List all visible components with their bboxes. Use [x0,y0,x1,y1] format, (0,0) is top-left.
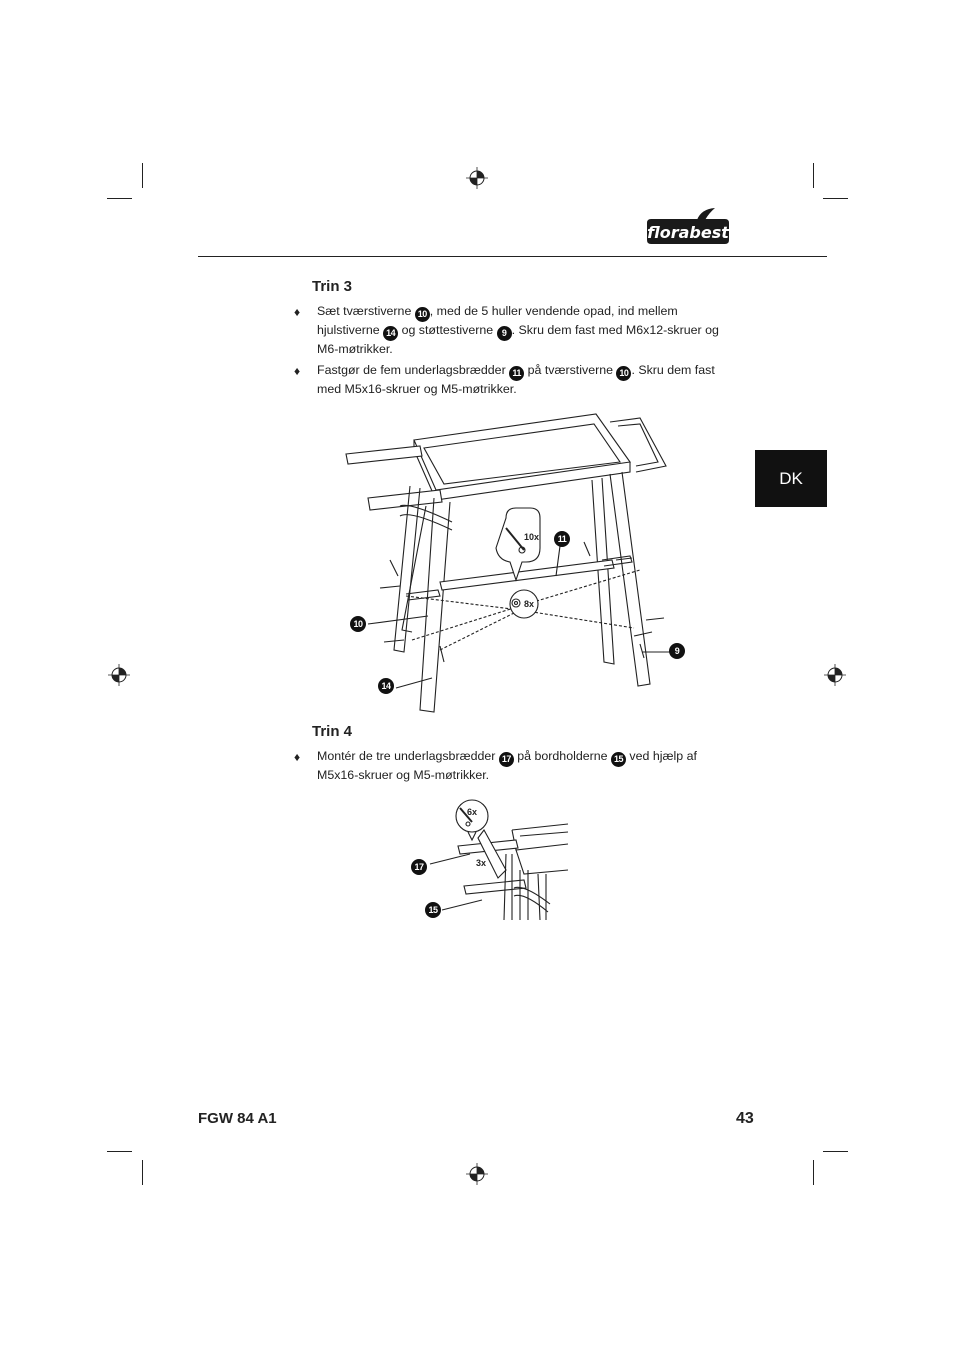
page-number: 43 [736,1110,754,1127]
step3-bullet1: Sæt tværstiverne 10, med de 5 huller ven… [317,303,727,358]
callout-11: 11 [554,531,570,547]
step3-bullet2: Fastgør de fem underlagsbrædder 11 på tv… [317,362,727,398]
crop-mark [823,1151,848,1152]
crop-mark [813,163,814,188]
step4-assembly-illustration: 6x 3x [429,799,569,921]
board-quantity: 3x [476,858,486,868]
bullet-icon: ♦ [294,364,301,378]
part-number-badge: 10 [616,366,632,381]
language-tab-label: DK [779,468,803,488]
svg-text:florabest: florabest [647,223,730,242]
callout-10: 10 [350,616,366,632]
screw-quantity: 6x [467,807,477,817]
crop-mark [107,198,132,199]
registration-mark-icon [108,664,130,686]
part-number-badge: 17 [498,752,514,767]
text: Montér de tre underlagsbrædder [317,749,499,763]
callout-17: 17 [411,859,427,875]
step4-bullet1: Montér de tre underlagsbrædder 17 på bor… [317,748,727,784]
callout-14: 14 [378,678,394,694]
header-rule [198,256,827,257]
text: . Skru dem fast med M6x12-skruer og M6-m… [317,323,719,356]
model-number: FGW 84 A1 [198,1110,277,1127]
step4-title: Trin 4 [312,723,353,740]
crop-mark [107,1151,132,1152]
step3-title: Trin 3 [312,278,353,295]
language-tab: DK [755,450,827,507]
part-number-badge: 9 [496,326,512,341]
text: ved hjælp af M5x16-skruer og M5-møtrikke… [317,749,697,782]
nut-quantity: 8x [524,599,534,609]
part-number-badge: 11 [509,366,525,381]
crop-mark [823,198,848,199]
registration-mark-icon [466,167,488,189]
text: Fastgør de fem underlagsbrædder [317,363,510,377]
text: på bordholderne [513,749,611,763]
screw-quantity: 10x [524,532,539,542]
text: , med de 5 huller vendende opad, ind mel… [317,304,678,337]
step3-assembly-illustration: 10x 8x [345,413,670,713]
registration-mark-icon [466,1163,488,1185]
crop-mark [142,1160,143,1185]
text: . Skru dem fast med M5x16-skruer og M5-m… [317,363,715,396]
crop-mark [813,1160,814,1185]
callout-9: 9 [669,643,685,659]
bullet-icon: ♦ [294,750,301,764]
registration-mark-icon [824,664,846,686]
part-number-badge: 14 [383,326,399,341]
part-number-badge: 15 [610,752,626,767]
florabest-logo: florabest [647,208,730,244]
text: Sæt tværstiverne [317,304,415,318]
callout-15: 15 [425,902,441,918]
text: og støttestiverne [398,323,497,337]
text: på tværstiverne [524,363,617,377]
part-number-badge: 10 [414,307,430,322]
bullet-icon: ♦ [294,305,301,319]
crop-mark [142,163,143,188]
